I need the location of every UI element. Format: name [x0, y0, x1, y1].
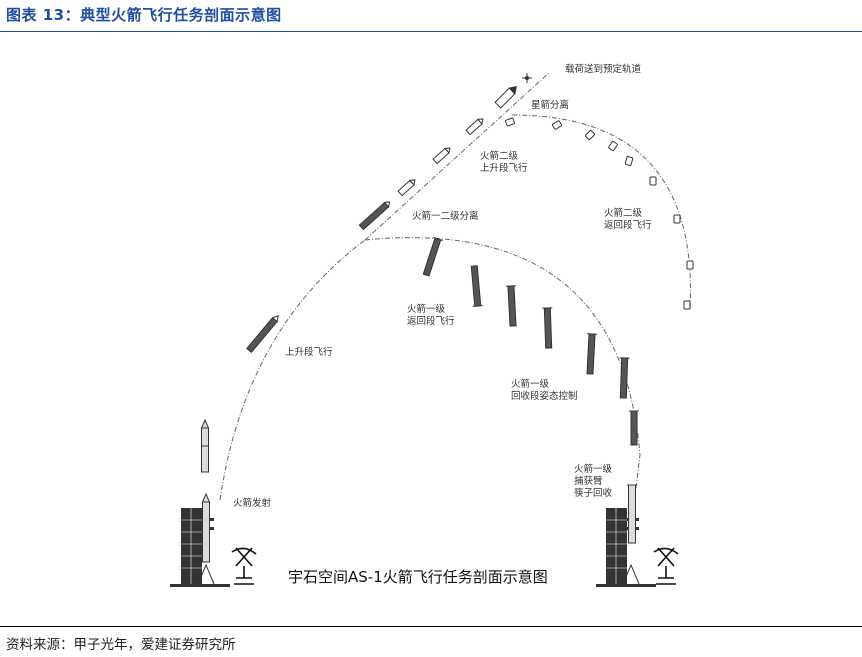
figure-source: 资料来源：甲子光年，爱建证券研究所	[6, 637, 236, 653]
stage2-return-capsule-6	[649, 176, 657, 186]
stage1-return-rocket-3	[505, 285, 517, 327]
launch-rocket-upper	[200, 418, 210, 473]
ground-antenna-left-icon	[231, 547, 257, 585]
ground-antenna-right-icon	[653, 547, 679, 585]
label-launch: 火箭发射	[233, 497, 272, 509]
stage2-return-capsule-2	[551, 120, 563, 130]
stage1-return-rocket-7	[629, 410, 639, 446]
label-catch-line2: 捕获臂	[574, 475, 603, 487]
label-stage1-return-line2: 返回段飞行	[407, 315, 455, 327]
stage2-rocket-icon-1	[465, 118, 484, 136]
label-stage1-attitude-line2: 回收段姿态控制	[511, 390, 578, 402]
diagram-caption: 宇石空间AS-1火箭飞行任务剖面示意图	[288, 568, 548, 586]
upper-stage-trajectory	[364, 71, 551, 241]
stage1-return-rocket-4	[542, 307, 553, 349]
ascent-rocket-icon-1	[246, 315, 279, 353]
label-stage2-return-line1: 火箭二级	[604, 207, 643, 219]
figure-title: 图表 13：典型火箭飞行任务剖面示意图	[6, 6, 282, 24]
stage1-return-trajectory	[364, 237, 641, 521]
launch-tower-right	[596, 484, 656, 587]
stage2-rocket-icon-2	[432, 147, 451, 165]
label-payload-orbit: 载荷送到预定轨道	[565, 63, 642, 75]
label-catch-line3: 筷子回收	[574, 487, 613, 499]
stage2-return-capsule-8	[686, 260, 694, 270]
ascent-trajectory	[219, 239, 366, 501]
label-stage12-separation: 火箭一二级分离	[412, 210, 479, 222]
label-stage1-return-line1: 火箭一级	[407, 303, 446, 315]
stage2-return-capsule-3	[584, 129, 596, 141]
stage2-return-capsule-9	[683, 300, 691, 310]
payload-separation-rocket-icon	[494, 86, 517, 109]
title-rule	[0, 31, 862, 32]
stage1-return-rocket-2	[470, 265, 483, 307]
stage1-return-rocket-6	[619, 357, 630, 399]
label-stage2-return-line2: 返回段飞行	[604, 219, 652, 231]
label-catch-line1: 火箭一级	[574, 463, 613, 475]
stage2-rocket-icon-3	[397, 179, 416, 197]
label-stage2-ascent-line2: 上升段飞行	[480, 162, 528, 174]
stage1-return-rocket-5	[586, 333, 598, 375]
stage12-rocket-icon	[358, 201, 391, 231]
stage2-return-capsule-5	[624, 156, 634, 166]
stage2-return-trajectory	[511, 114, 692, 311]
stage2-return-capsule-4	[608, 140, 618, 152]
label-star-separation: 星箭分离	[531, 99, 569, 111]
launch-tower-left	[170, 492, 230, 587]
label-stage1-attitude-line1: 火箭一级	[511, 378, 550, 390]
source-rule	[0, 626, 862, 627]
label-stage2-ascent-line1: 火箭二级	[480, 150, 519, 162]
stage1-return-rocket-1	[422, 236, 443, 277]
stage2-return-capsule-7	[673, 214, 681, 224]
mission-profile-diagram: 载荷送到预定轨道 星箭分离 火箭二级 上升段飞行 火箭一二级分离 火箭二级 返回…	[170, 63, 694, 587]
stage2-return-capsule-1	[504, 117, 516, 127]
label-ascent: 上升段飞行	[285, 346, 333, 358]
payload-satellite-icon	[522, 73, 532, 83]
